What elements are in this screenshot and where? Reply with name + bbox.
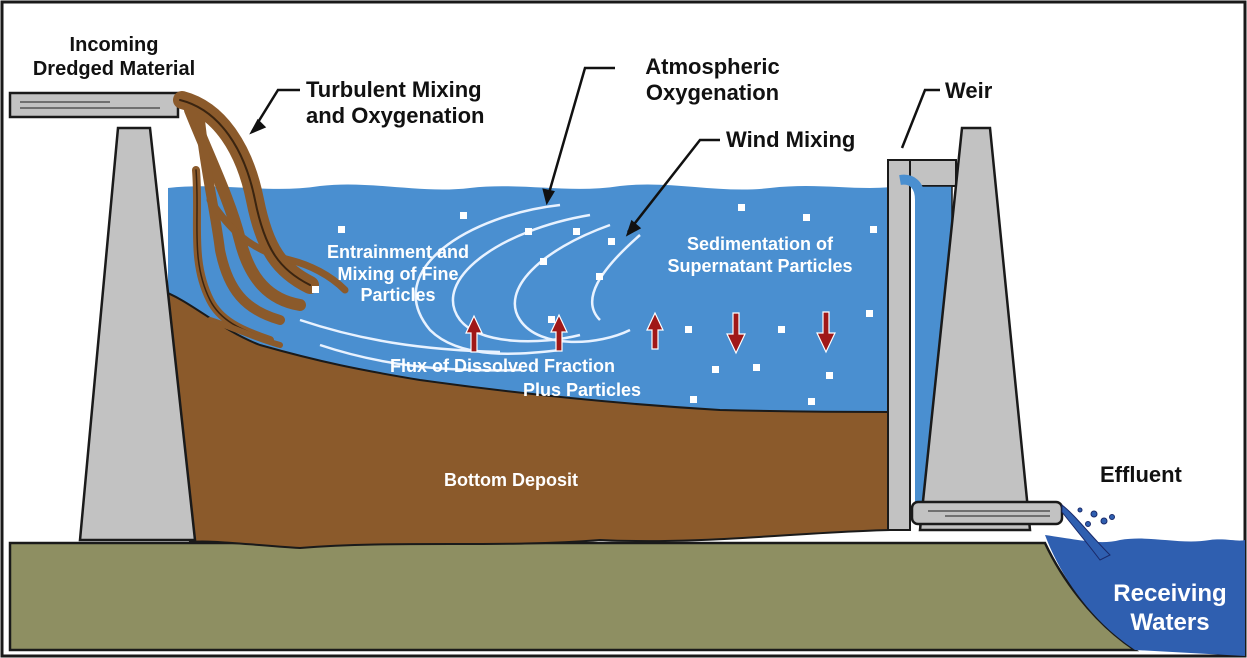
particle-dot [712,366,719,373]
flux-arrows [465,311,664,353]
particle-dot [778,326,785,333]
bottom-deposit [158,288,891,550]
particle-dot [738,204,745,211]
particle-dot [826,372,833,379]
label-turbulent-mixing: Turbulent Mixing and Oxygenation [306,77,485,129]
leader-turbulent [250,88,300,133]
leader-lines [249,66,940,237]
particle-dot [808,398,815,405]
leader-atmospheric [545,66,615,201]
particle-dot [866,310,873,317]
receiving-water [1045,535,1245,656]
particle-dot [548,316,555,323]
particle-dot [753,364,760,371]
up-arrow-3 [646,311,664,350]
label-sedimentation: Sedimentation of Supernatant Particles [667,234,853,276]
particle-dot [312,286,319,293]
down-arrow-1 [726,312,746,355]
label-entrainment: Entrainment and Mixing of Fine Particles [326,242,469,306]
particle-dot [690,396,697,403]
label-atmospheric-oxygenation: Atmospheric Oxygenation [645,54,780,106]
particle-dot [803,214,810,221]
water-body [168,184,900,415]
outflow-pipe [910,500,1064,526]
particle-dot [460,212,467,219]
up-arrow-1 [465,314,483,353]
leader-wind [627,138,720,233]
down-arrow-2 [816,311,836,354]
label-receiving-waters: Receiving Waters [1113,580,1227,636]
particle-dot [540,258,547,265]
label-wind-mixing: Wind Mixing [726,127,856,152]
suspended-particles [312,204,877,405]
inflow-pipe [8,91,180,119]
effluent-splash [1061,503,1115,561]
label-flux-line2: Plus Particles [523,380,642,400]
particle-dot [870,226,877,233]
particle-dot [525,228,532,235]
left-dike [78,126,197,542]
leader-weir [900,88,940,149]
label-flux-line1: Flux of Dissolved Fraction [390,356,616,376]
label-effluent: Effluent [1100,462,1182,487]
label-weir: Weir [945,78,993,103]
up-arrow-2 [550,313,568,352]
particle-dot [685,326,692,333]
ground-layer [8,541,1140,652]
label-incoming-dredged: Incoming Dredged Material [32,34,196,80]
right-dike [918,126,1032,532]
particle-dot [596,273,603,280]
dredged-flow [173,91,349,348]
particle-dot [608,238,615,245]
particle-dot [573,228,580,235]
sedimentation-arrows [726,311,836,355]
particle-dot [338,226,345,233]
label-bottom-deposit: Bottom Deposit [444,470,578,490]
